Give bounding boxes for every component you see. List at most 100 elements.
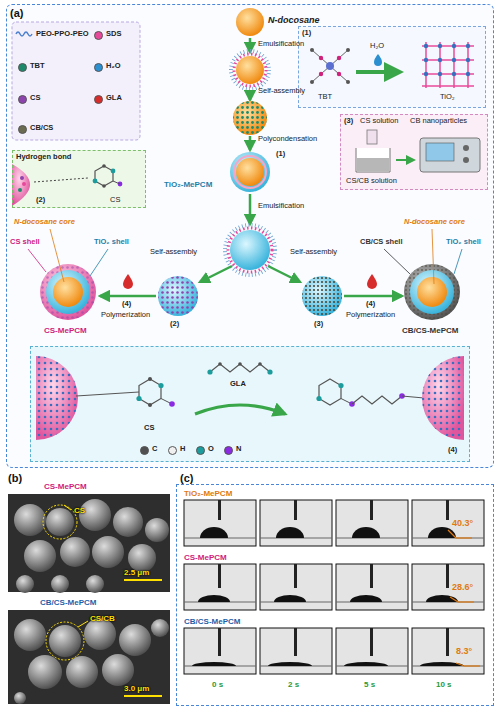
synthesis-flow	[367, 274, 377, 289]
angle-value: 40.3°	[452, 518, 473, 528]
hydrolysis-sketch	[337, 56, 341, 60]
synthesis-flow	[225, 225, 275, 275]
step-number: (3)	[314, 320, 323, 329]
layer-callout: CS shell	[10, 238, 40, 247]
synthesis-flow	[46, 270, 90, 314]
crosslink-sketch	[158, 383, 163, 388]
hydrolysis-sketch	[466, 72, 470, 76]
sem-micrograph	[43, 505, 77, 539]
synthesis-flow	[410, 270, 454, 314]
crosslink-sketch	[148, 377, 152, 381]
synthesis-flow	[249, 194, 252, 224]
sem-micrograph	[51, 575, 69, 593]
legend-text: PEO-PPO-PEO	[36, 30, 89, 39]
legend-swatch	[18, 63, 27, 72]
synthesis-flow	[249, 90, 252, 100]
crosslink-sketch	[36, 356, 78, 440]
crosslink-sketch	[316, 396, 321, 401]
step-number: (4)	[448, 446, 457, 455]
hydrolysis-sketch	[374, 54, 382, 66]
hydrolysis-sketch	[424, 58, 428, 62]
step-label: Polymerization	[346, 311, 395, 320]
crosslink-sketch	[218, 362, 222, 366]
contact-angle-photo	[456, 663, 464, 666]
angle-value: 28.6°	[452, 582, 473, 592]
scale-label: 3.0 μm	[124, 684, 149, 693]
sem-micrograph	[124, 695, 162, 697]
step-label: Self-assembly	[290, 248, 337, 257]
hydrolysis-sketch	[453, 42, 455, 88]
crosslink-sketch	[207, 369, 212, 374]
layer-callout: N-docosane core	[404, 218, 465, 227]
contact-angle-row: CB/CS-MePCM 8.3°	[180, 616, 490, 678]
angle-value: 8.3°	[456, 646, 472, 656]
crosslink-sketch	[238, 362, 242, 366]
hydrogen-bond-sketch	[18, 188, 22, 192]
synthesis-flow	[228, 228, 272, 272]
contact-angle-photo	[448, 530, 456, 538]
step-label: Emulsification	[258, 40, 304, 49]
crosslink-sketch	[148, 403, 152, 407]
synthesis-flow	[236, 158, 264, 186]
step-number: (3)	[344, 117, 353, 126]
sem-micrograph	[46, 622, 84, 660]
contact-angle-photo	[412, 628, 484, 674]
synthesis-flow	[417, 277, 447, 307]
sem-micrograph	[14, 619, 46, 651]
contact-angle-photo	[412, 564, 484, 610]
hydrolysis-sketch	[424, 72, 428, 76]
cs-capsule: CS-MePCM	[36, 258, 108, 338]
sem-micrograph	[92, 536, 124, 568]
panel-frame: (a)N-docosane(1)TBTH₂OTiO₂TiO₂-MePCMHydr…	[6, 4, 494, 468]
hydrogen-bond-sketch	[22, 182, 26, 186]
image-callout: CS/CB	[90, 614, 115, 623]
sem-micrograph	[8, 610, 170, 704]
leader-line	[384, 249, 410, 274]
step-label: Polycondensation	[258, 135, 317, 144]
sem-image: CB/CS-MePCMCS/CB3.0 μm	[8, 598, 170, 706]
crosslink-sketch	[422, 356, 464, 440]
panel-ground	[12, 22, 140, 140]
reaction-box: (1)TBTH₂OTiO₂	[298, 26, 486, 108]
hydrolysis-sketch	[466, 58, 470, 62]
synthesis-flow	[100, 295, 156, 298]
row-title: CB/CS-MePCM	[184, 617, 240, 626]
hydrolysis-sketch	[452, 58, 456, 62]
material-name: CB nanoparticles	[410, 117, 467, 126]
synthesis-flow	[158, 276, 198, 316]
sem-micrograph	[78, 621, 88, 627]
synthesis-flow	[40, 264, 96, 320]
solution-preparation-sketch	[396, 159, 414, 161]
hydrolysis-sketch	[466, 44, 470, 48]
hydrolysis-sketch	[439, 42, 441, 88]
panel-ground	[12, 150, 146, 208]
legend-icon	[16, 32, 32, 36]
sem-micrograph	[64, 505, 71, 510]
material-name: CS solution	[360, 117, 398, 126]
solution-preparation-sketch	[367, 130, 377, 144]
hydrogen-bond-sketch	[102, 184, 106, 188]
legend-swatch	[18, 95, 27, 104]
contact-angle-photo	[184, 500, 256, 546]
sem-micrograph	[102, 654, 134, 686]
capsule-name: CS-MePCM	[44, 326, 87, 335]
crosslink-box: CSGLA(4)	[30, 346, 470, 462]
hydrogen-bond-box: Hydrogen bond (2) CS	[12, 150, 146, 208]
chemical-name: CS	[110, 196, 120, 205]
time-label: 5 s	[364, 680, 375, 689]
leader-line	[432, 229, 434, 284]
synthesis-flow	[236, 56, 264, 84]
sem-micrograph	[49, 625, 81, 657]
step-number: (2)	[36, 196, 45, 205]
hydrogen-bond-sketch	[95, 166, 113, 186]
synthesis-flow	[236, 8, 264, 36]
box-heading: Hydrogen bond	[16, 153, 71, 162]
hydrogen-bond-sketch	[12, 164, 122, 206]
crosslink-sketch	[258, 362, 262, 366]
time-label: 10 s	[436, 680, 452, 689]
panel-frame: (c)TiO₂-MePCM40.3°CS-MePCM28.6°CB/CS-MeP…	[176, 484, 494, 706]
crosslink-sketch	[422, 356, 464, 440]
solution-preparation-sketch	[356, 130, 480, 172]
legend-text: CB/CS	[30, 124, 53, 133]
sem-micrograph	[28, 655, 62, 689]
